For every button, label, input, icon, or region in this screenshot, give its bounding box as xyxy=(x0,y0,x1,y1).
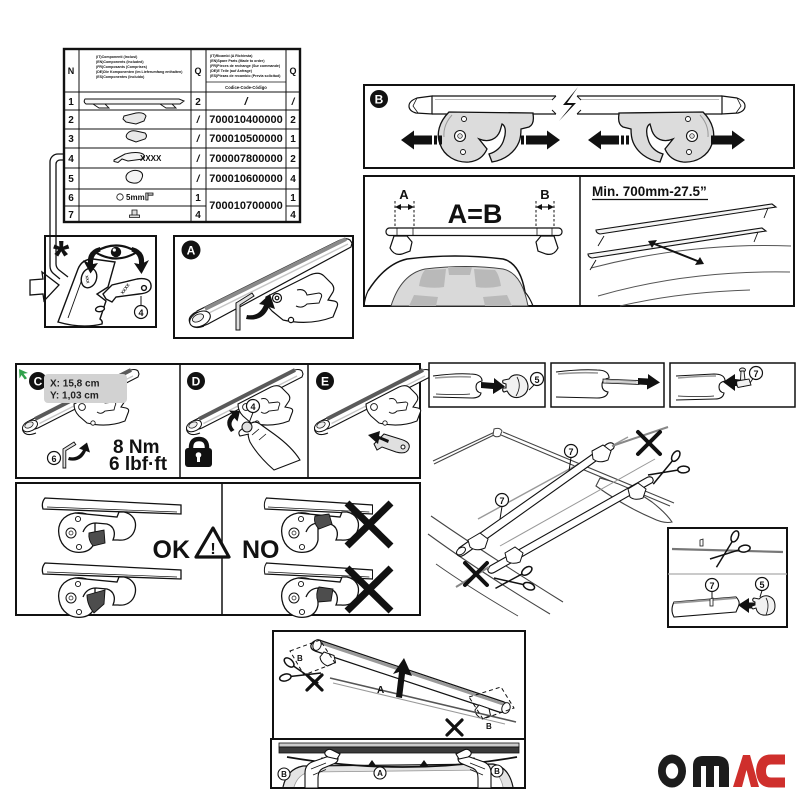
svg-text:B: B xyxy=(281,770,287,779)
svg-text:5: 5 xyxy=(534,375,539,385)
svg-text:3: 3 xyxy=(68,134,74,145)
svg-text:(EN)Components (Included): (EN)Components (Included) xyxy=(96,60,144,64)
svg-text:700010700000: 700010700000 xyxy=(209,200,282,212)
svg-text:/: / xyxy=(291,97,296,108)
svg-text:1: 1 xyxy=(195,193,201,204)
svg-text:A=B: A=B xyxy=(448,199,503,229)
svg-text:/: / xyxy=(243,96,249,108)
svg-text:XXXX: XXXX xyxy=(140,154,162,163)
svg-text:X: 15,8 cm: X: 15,8 cm xyxy=(50,379,100,390)
svg-text:5: 5 xyxy=(759,580,764,590)
svg-text:5: 5 xyxy=(68,174,74,185)
svg-text:7: 7 xyxy=(68,210,74,221)
svg-text:(DE)E Teile (auf Anfrage): (DE)E Teile (auf Anfrage) xyxy=(210,69,253,73)
svg-text:A: A xyxy=(399,187,409,202)
svg-text:7: 7 xyxy=(753,369,758,379)
svg-text:/: / xyxy=(196,174,201,185)
svg-text:8 Nm: 8 Nm xyxy=(113,437,159,458)
svg-text:N: N xyxy=(68,66,75,76)
svg-text:2: 2 xyxy=(68,115,74,126)
svg-text:XXX: XXX xyxy=(84,275,90,284)
svg-text:XXXX: XXXX xyxy=(120,283,131,296)
svg-text:1: 1 xyxy=(290,134,296,145)
svg-text:E: E xyxy=(321,375,329,389)
svg-text:C: C xyxy=(34,375,43,389)
svg-text:Q: Q xyxy=(194,66,201,76)
svg-text:7: 7 xyxy=(499,496,504,506)
svg-text:(FR)Pieces de rechange (Sur co: (FR)Pieces de rechange (Sur commande) xyxy=(210,64,281,68)
svg-text:6: 6 xyxy=(51,454,56,464)
svg-text:Codice-Code-Código: Codice-Code-Código xyxy=(225,85,267,90)
svg-text:6: 6 xyxy=(68,193,74,204)
svg-text:NO: NO xyxy=(242,536,280,564)
svg-text:OK: OK xyxy=(153,536,191,564)
svg-text:700007800000: 700007800000 xyxy=(209,153,282,165)
svg-text:/: / xyxy=(196,134,201,145)
svg-text:Y: 1,03 cm: Y: 1,03 cm xyxy=(50,391,99,402)
svg-text:(EN)Spare Parts (Made to order: (EN)Spare Parts (Made to order) xyxy=(210,59,265,63)
svg-text:Q: Q xyxy=(289,66,296,76)
svg-text:A: A xyxy=(377,685,384,696)
svg-text:B: B xyxy=(540,187,549,202)
svg-text:B: B xyxy=(375,93,384,107)
svg-text:/: / xyxy=(196,115,201,126)
svg-text:700010500000: 700010500000 xyxy=(209,133,282,145)
svg-text:*: * xyxy=(53,232,70,279)
svg-text:4: 4 xyxy=(290,174,296,185)
svg-text:B: B xyxy=(297,654,303,663)
svg-text:4: 4 xyxy=(68,154,74,165)
svg-text:!: ! xyxy=(210,541,215,558)
svg-text:D: D xyxy=(192,375,201,389)
svg-text:(IT)Componenti (Inclusi): (IT)Componenti (Inclusi) xyxy=(96,55,138,59)
svg-text:4: 4 xyxy=(138,308,143,318)
svg-text:Min. 700mm-27.5”: Min. 700mm-27.5” xyxy=(592,184,707,199)
svg-text:(ES)Componentes (Incluido): (ES)Componentes (Incluido) xyxy=(96,75,145,79)
svg-text:(ES)Piezas de recambio (Previa: (ES)Piezas de recambio (Previa solicitud… xyxy=(210,74,281,78)
svg-text:700010400000: 700010400000 xyxy=(209,114,282,126)
svg-text:/: / xyxy=(196,154,201,165)
svg-text:(FR)Composants (Comprises): (FR)Composants (Comprises) xyxy=(96,65,148,69)
svg-text:A: A xyxy=(377,769,383,778)
svg-text:(DE)Die Komponenten (im Liefer: (DE)Die Komponenten (im Lieferumfang ent… xyxy=(96,70,183,74)
svg-text:2: 2 xyxy=(290,115,296,126)
svg-text:7: 7 xyxy=(709,581,714,591)
svg-text:2: 2 xyxy=(195,97,201,108)
svg-text:(IT)Ricambi (A Richiesta): (IT)Ricambi (A Richiesta) xyxy=(210,54,253,58)
svg-text:A: A xyxy=(187,244,196,258)
svg-text:B: B xyxy=(494,767,500,776)
svg-text:B: B xyxy=(486,722,492,731)
svg-text:1: 1 xyxy=(290,193,296,204)
svg-text:7: 7 xyxy=(568,447,573,457)
svg-text:4: 4 xyxy=(250,402,255,412)
svg-text:4: 4 xyxy=(195,210,201,221)
svg-text:2: 2 xyxy=(290,154,296,165)
svg-text:700010600000: 700010600000 xyxy=(209,173,282,185)
svg-text:6 lbf·ft: 6 lbf·ft xyxy=(109,454,168,475)
svg-text:1: 1 xyxy=(68,97,74,108)
svg-text:5mm: 5mm xyxy=(126,193,145,202)
svg-text:4: 4 xyxy=(290,210,296,221)
